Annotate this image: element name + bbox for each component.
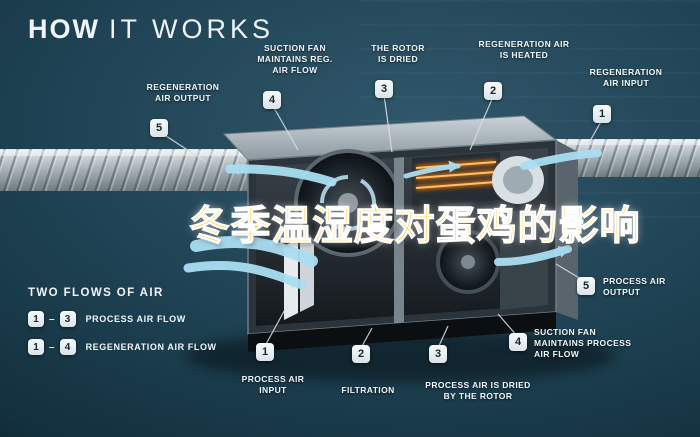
label-process-air-input: PROCESS AIR INPUT	[241, 374, 305, 396]
rotor-drum-core	[503, 166, 533, 194]
legend-label-regeneration-air-flow: REGENERATION AIR FLOW	[85, 342, 217, 352]
divider-panel	[394, 157, 404, 324]
suction-fan-hub	[461, 255, 475, 269]
legend-label-process-air-flow: PROCESS AIR FLOW	[85, 314, 186, 324]
label-suction-fan-reg: SUCTION FAN MAINTAINS REG. AIR FLOW	[257, 43, 333, 76]
badge-suction-fan-reg: 4	[263, 91, 281, 109]
legend-row-regeneration-air: 1 – 4 REGENERATION AIR FLOW	[28, 339, 217, 355]
badge-process-air-output: 5	[577, 277, 595, 295]
badge-regeneration-air-output: 5	[150, 119, 168, 137]
label-filtration: FILTRATION	[341, 385, 395, 395]
badge-rotor-is-dried: 3	[375, 80, 393, 98]
overlay-text-chinese: 冬季温湿度对蛋鸡的影响	[189, 203, 641, 248]
fan-hub	[338, 193, 358, 213]
legend-two-flows: TWO FLOWS OF AIR 1 – 3 PROCESS AIR FLOW …	[28, 287, 217, 355]
label-suction-fan-process: SUCTION FAN MAINTAINS PROCESS AIR FLOW	[534, 327, 632, 360]
badge-regeneration-air-input: 1	[593, 105, 611, 123]
airflow-arrows	[183, 149, 602, 290]
badge-suction-fan-process: 4	[509, 333, 527, 351]
regen-out-arrow	[225, 162, 337, 187]
legend-separator: –	[49, 313, 55, 325]
page-title: HOW IT WORKS	[28, 14, 274, 45]
label-regeneration-air-output: REGENERATION AIR OUTPUT	[146, 82, 220, 104]
legend-badge-to: 4	[59, 339, 76, 355]
unit-right-face	[556, 140, 578, 320]
label-process-air-output: PROCESS AIR OUTPUT	[603, 276, 666, 298]
label-regeneration-air-heated: REGENERATION AIR IS HEATED	[478, 39, 570, 61]
process-out-arrow	[494, 245, 572, 266]
badge-process-air-dried: 3	[429, 345, 447, 363]
legend-row-process-air: 1 – 3 PROCESS AIR FLOW	[28, 311, 217, 327]
leader-lines	[162, 94, 603, 349]
left-duct	[0, 149, 260, 191]
title-light: IT WORKS	[108, 14, 274, 44]
legend-badge-to: 3	[59, 311, 76, 327]
legend-title: TWO FLOWS OF AIR	[28, 287, 164, 299]
process-in-arrow	[183, 261, 307, 290]
label-regeneration-air-input: REGENERATION AIR INPUT	[589, 67, 663, 89]
legend-separator: –	[49, 341, 55, 353]
legend-badge-from: 1	[28, 311, 44, 327]
label-process-air-dried: PROCESS AIR IS DRIED BY THE ROTOR	[425, 380, 531, 402]
regen-in-arrow	[520, 149, 602, 170]
badge-filtration: 2	[352, 345, 370, 363]
heated-air-arrow	[403, 160, 461, 179]
unit-base	[248, 312, 556, 352]
process-in-arrow	[190, 236, 318, 267]
badge-process-air-input: 1	[256, 343, 274, 361]
label-rotor-is-dried: THE ROTOR IS DRIED	[371, 43, 425, 65]
legend-badge-from: 1	[28, 339, 44, 355]
title-bold: HOW	[28, 14, 100, 44]
badge-regeneration-air-heated: 2	[484, 82, 502, 100]
